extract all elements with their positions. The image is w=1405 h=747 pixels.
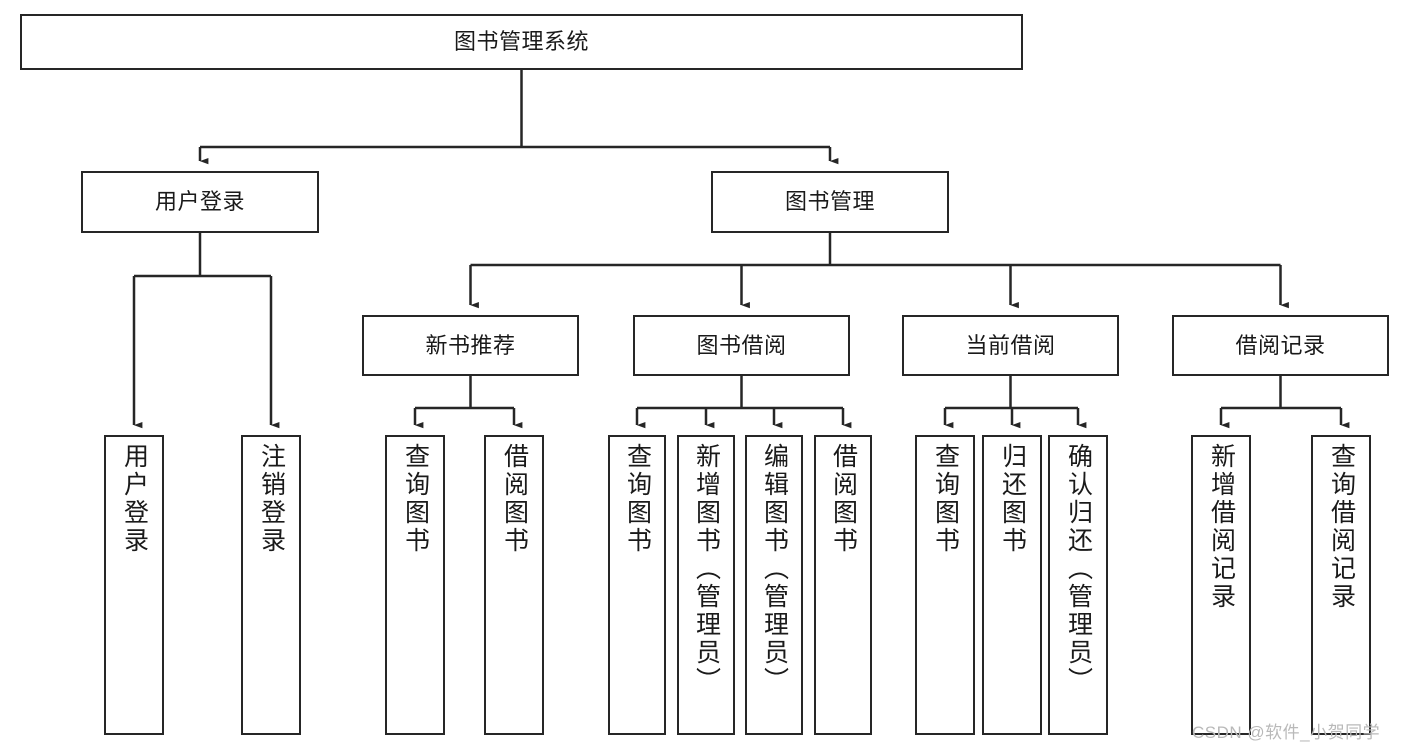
node-label: 新书推荐 — [425, 332, 516, 358]
node-label: 借阅图书 — [829, 443, 858, 555]
node-label: 新增图书（管理员） — [692, 443, 721, 695]
node-leaf-b-borrow[interactable]: 借阅图书 — [814, 435, 872, 735]
node-label: 注销登录 — [257, 443, 286, 555]
node-root[interactable]: 图书管理系统 — [20, 14, 1023, 70]
node-leaf-new-borrow[interactable]: 借阅图书 — [484, 435, 544, 735]
node-label: 用户登录 — [154, 189, 245, 215]
node-label: 图书管理 — [784, 189, 875, 215]
node-label: 查询图书 — [931, 443, 960, 555]
node-label: 查询图书 — [623, 443, 652, 555]
node-label: 图书借阅 — [696, 332, 787, 358]
node-leaf-user-logout[interactable]: 注销登录 — [241, 435, 301, 735]
node-l3-borrow[interactable]: 图书借阅 — [633, 315, 850, 376]
node-leaf-b-edit[interactable]: 编辑图书（管理员） — [745, 435, 803, 735]
node-label: 用户登录 — [120, 443, 149, 555]
node-l3-current[interactable]: 当前借阅 — [902, 315, 1119, 376]
node-leaf-new-query[interactable]: 查询图书 — [385, 435, 445, 735]
node-leaf-b-query[interactable]: 查询图书 — [608, 435, 666, 735]
watermark-text: CSDN @软件_小贺同学 — [1192, 723, 1381, 742]
node-label: 借阅图书 — [500, 443, 529, 555]
node-label: 图书管理系统 — [453, 29, 589, 55]
node-label: 新增借阅记录 — [1207, 443, 1236, 611]
node-l2-book[interactable]: 图书管理 — [711, 171, 949, 233]
node-l2-user[interactable]: 用户登录 — [81, 171, 319, 233]
node-leaf-c-return[interactable]: 归还图书 — [982, 435, 1042, 735]
node-leaf-b-add[interactable]: 新增图书（管理员） — [677, 435, 735, 735]
node-leaf-r-query[interactable]: 查询借阅记录 — [1311, 435, 1371, 735]
node-label: 编辑图书（管理员） — [760, 443, 789, 695]
node-label: 当前借阅 — [965, 332, 1056, 358]
node-leaf-c-confirm[interactable]: 确认归还（管理员） — [1048, 435, 1108, 735]
node-label: 查询图书 — [401, 443, 430, 555]
node-l3-new[interactable]: 新书推荐 — [362, 315, 579, 376]
node-leaf-c-query[interactable]: 查询图书 — [915, 435, 975, 735]
node-label: 借阅记录 — [1235, 332, 1326, 358]
node-label: 查询借阅记录 — [1327, 443, 1356, 611]
node-label: 归还图书 — [998, 443, 1027, 555]
node-leaf-r-add[interactable]: 新增借阅记录 — [1191, 435, 1251, 735]
node-l3-record[interactable]: 借阅记录 — [1172, 315, 1389, 376]
node-label: 确认归还（管理员） — [1064, 443, 1093, 695]
node-leaf-user-login[interactable]: 用户登录 — [104, 435, 164, 735]
